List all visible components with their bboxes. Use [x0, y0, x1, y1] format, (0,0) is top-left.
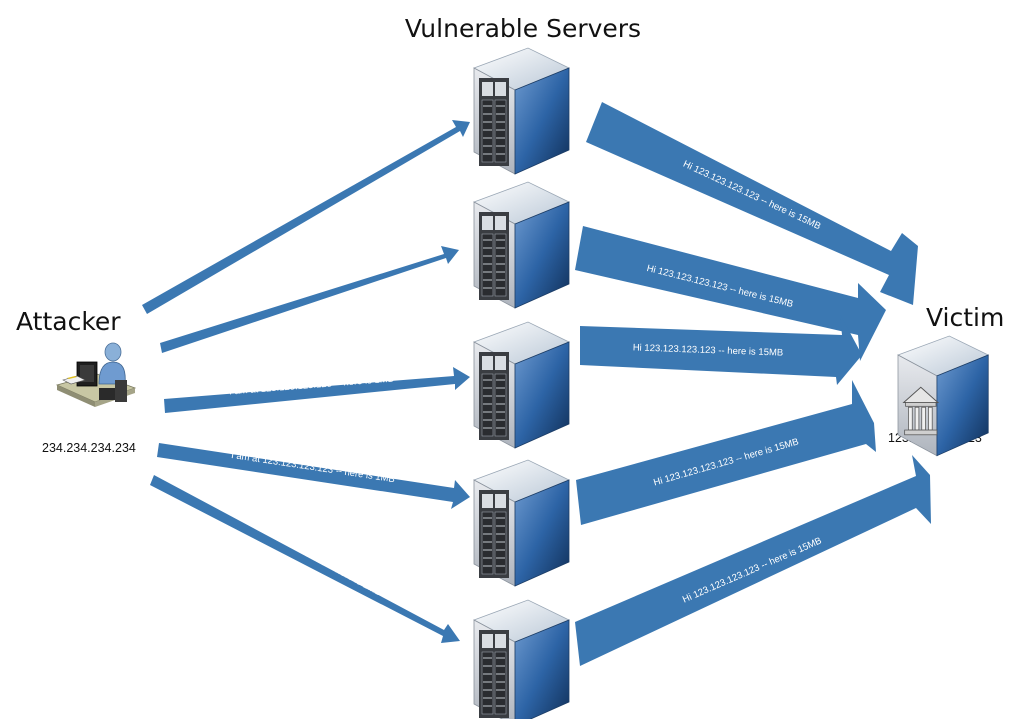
response-label-1: Hi 123.123.123.123 -- here is 15MB: [681, 159, 822, 233]
server-4-icon: [473, 459, 570, 587]
request-arrow-4: I am at 123.123.123.123 -- here is 1MB: [157, 443, 470, 509]
victim-bank-server-icon: [897, 335, 989, 457]
victim-label: Victim: [926, 303, 1004, 332]
request-label-1: I am at 123.123.123.123 -- here is 1MB: [221, 169, 370, 260]
server-1-icon: [473, 47, 570, 175]
server-5-icon: [473, 599, 570, 719]
server-3-icon: [473, 321, 570, 449]
request-arrow-5: I am at 123.123.123.123 -- here is 1MB: [150, 475, 460, 643]
attacker-person-icon: [55, 342, 137, 407]
request-label-5: I am at 123.123.123.123 -- here is 1MB: [233, 510, 384, 599]
request-label-2: I am at 123.123.123.123 -- here is 1MB: [227, 263, 388, 323]
request-arrow-1: I am at 123.123.123.123 -- here is 1MB: [142, 120, 470, 314]
attacker-label: Attacker: [16, 307, 121, 336]
diagram-title: Vulnerable Servers: [405, 14, 641, 43]
response-arrow-4: Hi 123.123.123.123 -- here is 15MB: [576, 380, 876, 525]
response-arrow-3: Hi 123.123.123.123 -- here is 15MB: [580, 314, 862, 385]
request-arrow-3: I am at 123.123.123.123 -- here is 1MB: [164, 367, 470, 413]
server-2-icon: [473, 181, 570, 309]
response-label-3: Hi 123.123.123.123 -- here is 15MB: [633, 342, 784, 358]
request-arrow-2: I am at 123.123.123.123 -- here is 1MB: [160, 246, 459, 353]
attacker-ip: 234.234.234.234: [42, 441, 136, 455]
